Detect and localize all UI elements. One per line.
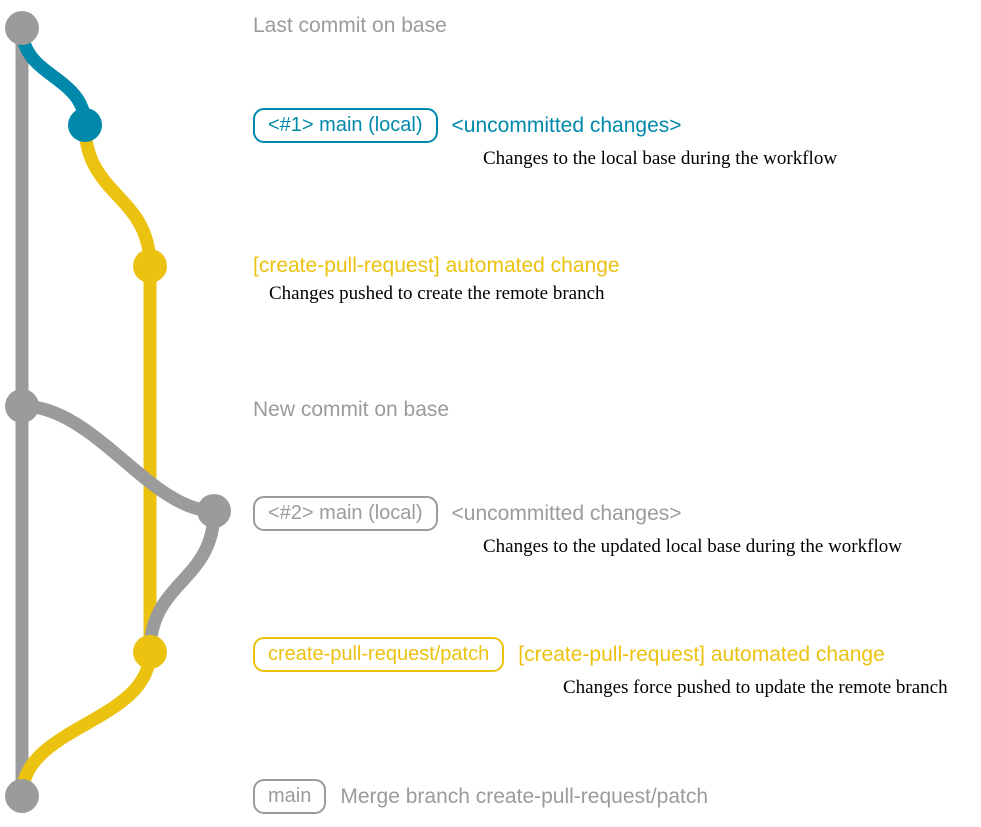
- edge-basenew-to-local2: [15, 399, 221, 518]
- node-local-1[interactable]: [68, 108, 102, 142]
- commit-subject: [create-pull-request] automated change: [518, 642, 885, 666]
- entry-row: <#2> main (local) <uncommitted changes>: [253, 496, 902, 531]
- branch-pill-main-local-2[interactable]: <#2> main (local): [253, 496, 438, 531]
- node-base-new[interactable]: [5, 389, 39, 423]
- commit-entry-new-commit-on-base: New commit on base: [253, 398, 449, 422]
- edge-local2-to-patch2: [143, 504, 221, 659]
- entry-row: create-pull-request/patch [create-pull-r…: [253, 637, 948, 672]
- node-patch-2[interactable]: [133, 635, 167, 669]
- commit-description: Changes pushed to create the remote bran…: [269, 283, 605, 304]
- branch-pill-create-pull-request-patch[interactable]: create-pull-request/patch: [253, 637, 505, 672]
- commit-subject: New commit on base: [253, 398, 450, 421]
- commit-entry-merge-commit: main Merge branch create-pull-request/pa…: [253, 779, 708, 814]
- commit-subject: Last commit on base: [253, 14, 447, 37]
- entry-row: [create-pull-request] automated change: [253, 254, 620, 278]
- commit-subject: <uncommitted changes>: [451, 501, 682, 525]
- edge-local1-to-patch1: [78, 118, 157, 273]
- commit-entry-local-commit-1: <#1> main (local) <uncommitted changes> …: [253, 108, 837, 170]
- commit-entry-automated-change-1: [create-pull-request] automated change C…: [253, 254, 620, 305]
- entry-row: Last commit on base: [253, 14, 447, 38]
- entry-row: New commit on base: [253, 398, 449, 422]
- node-base-merge[interactable]: [5, 779, 39, 813]
- commit-description: Changes to the updated local base during…: [483, 536, 902, 557]
- node-base-last[interactable]: [5, 11, 39, 45]
- node-patch-1[interactable]: [133, 249, 167, 283]
- commit-description: Changes force pushed to update the remot…: [563, 677, 948, 698]
- commit-entry-local-commit-2: <#2> main (local) <uncommitted changes> …: [253, 496, 902, 558]
- commit-description: Changes to the local base during the wor…: [483, 148, 838, 169]
- edge-patch2-to-merge: [15, 645, 157, 803]
- commit-subject: Merge branch create-pull-request/patch: [340, 784, 709, 808]
- entry-row: <#1> main (local) <uncommitted changes>: [253, 108, 837, 143]
- commit-entry-last-commit-on-base: Last commit on base: [253, 14, 447, 38]
- entry-row: main Merge branch create-pull-request/pa…: [253, 779, 708, 814]
- commit-nodes: [5, 11, 231, 813]
- commit-subject: [create-pull-request] automated change: [253, 254, 620, 277]
- branch-pill-main-local-1[interactable]: <#1> main (local): [253, 108, 438, 143]
- commit-entry-automated-change-2: create-pull-request/patch [create-pull-r…: [253, 637, 948, 699]
- commit-subject: <uncommitted changes>: [451, 113, 682, 137]
- branch-pill-main[interactable]: main: [253, 779, 327, 814]
- node-local-2[interactable]: [197, 494, 231, 528]
